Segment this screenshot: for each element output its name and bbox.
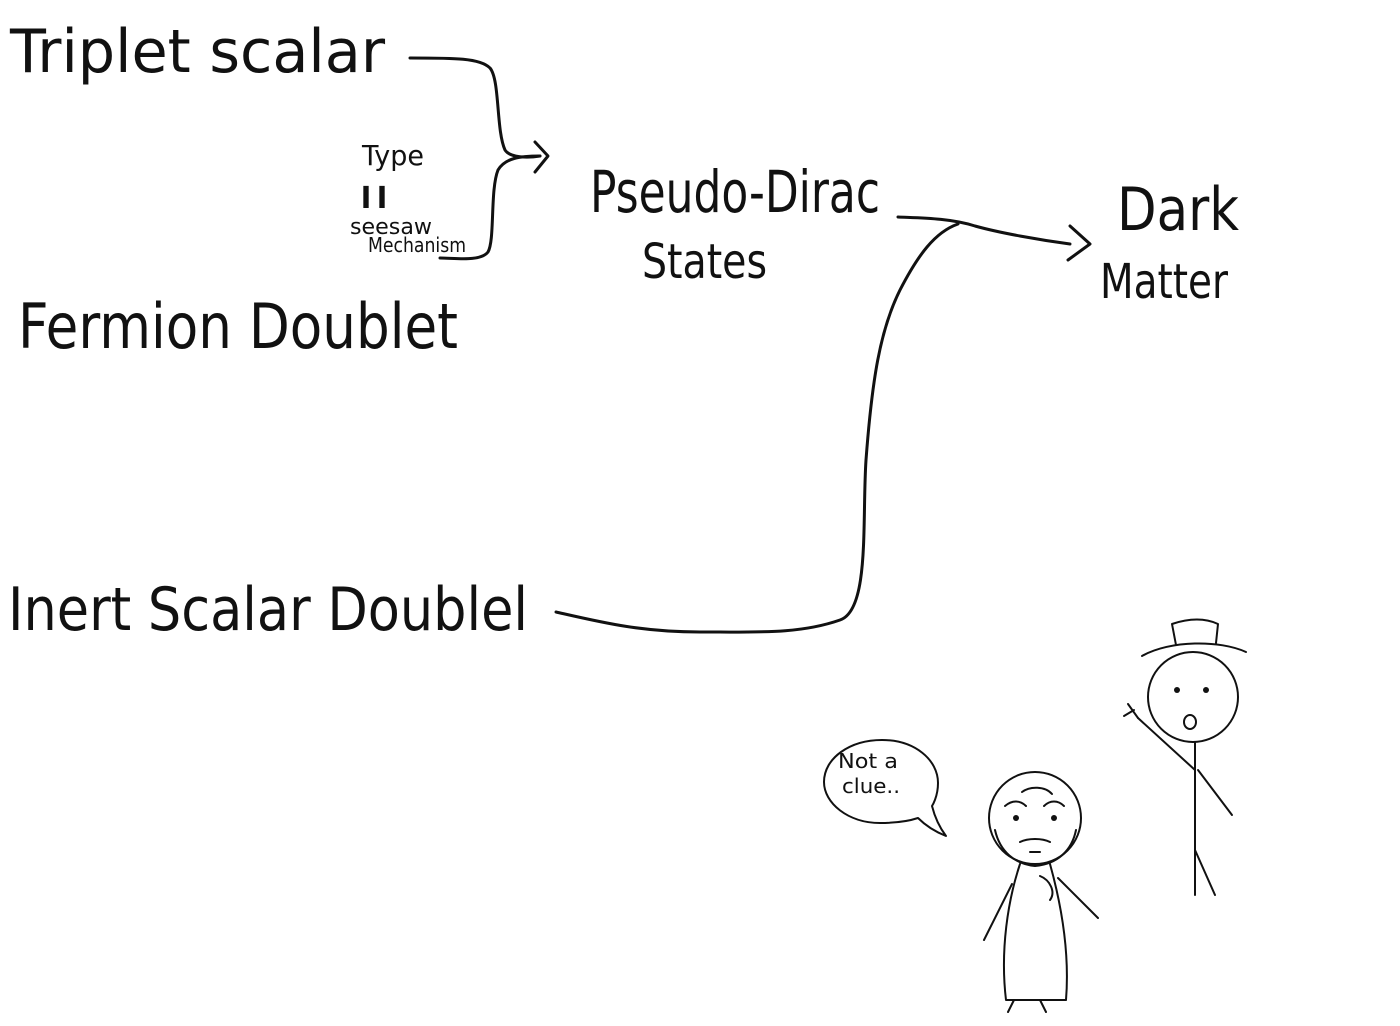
node-triplet-scalar: Triplet scalar: [9, 17, 385, 87]
bearded-figure-feet: [1007, 999, 1047, 1013]
hat-figure-arm-down: [1197, 769, 1233, 816]
bearded-figure-brow-right: [1043, 800, 1065, 807]
speech-bubble: Not a clue..: [823, 739, 947, 837]
connector-pseudo-to-dark: [896, 215, 1072, 246]
hat-figure-eye-right: [1203, 687, 1209, 693]
bearded-figure-hand: [1039, 875, 1054, 901]
speech-bubble-line1: Not a: [838, 749, 898, 773]
connector-inert-to-junction: [554, 222, 960, 634]
node-dark-matter-line1: Dark: [1117, 175, 1239, 245]
bearded-figure-eye-right: [1051, 815, 1057, 821]
hat-figure-pointing-hand: [1123, 703, 1139, 719]
node-pseudo-dirac-line1: Pseudo-Dirac: [590, 158, 880, 226]
bearded-figure-brow-left: [1004, 800, 1027, 807]
arrowhead-to-pseudo-dirac: [533, 140, 550, 174]
bearded-figure-robe: [1002, 863, 1068, 1001]
arrowhead-to-dark-matter: [1066, 224, 1092, 262]
brace-label-line2: II: [358, 181, 390, 216]
node-fermion-doublet: Fermion Doublet: [18, 290, 458, 363]
bearded-figure: [983, 771, 1099, 1013]
node-dark-matter-line2: Matter: [1100, 254, 1228, 310]
hat-figure-hat-brim: [1141, 642, 1247, 657]
bearded-figure-eye-left: [1013, 815, 1019, 821]
hat-figure: [1123, 618, 1247, 896]
connector-brace-lower: [438, 154, 542, 261]
hat-figure-leg: [1194, 849, 1216, 896]
node-pseudo-dirac-line2: States: [642, 234, 767, 290]
bearded-figure-beard: [994, 829, 1077, 867]
speech-bubble-line2: clue..: [842, 774, 900, 798]
hat-figure-mouth: [1183, 714, 1197, 730]
brace-label-line4: Mechanism: [368, 233, 466, 257]
bearded-figure-hair: [1021, 786, 1053, 795]
node-inert-scalar-doublet: Inert Scalar Doublel: [8, 575, 528, 645]
hat-figure-arm-raised: [1137, 717, 1196, 771]
brace-label-line1: Type: [361, 139, 424, 172]
speech-bubble-outline: [823, 739, 947, 837]
hat-figure-eye-left: [1174, 687, 1180, 693]
bearded-figure-head: [988, 771, 1082, 865]
bearded-figure-arm-right: [1057, 877, 1099, 919]
connector-triplet-brace: [408, 56, 542, 159]
hat-figure-hat-crown: [1171, 618, 1219, 646]
hat-figure-head: [1147, 651, 1239, 743]
brace-label-line3: seesaw: [350, 215, 432, 240]
bearded-figure-arm-left: [983, 883, 1013, 941]
